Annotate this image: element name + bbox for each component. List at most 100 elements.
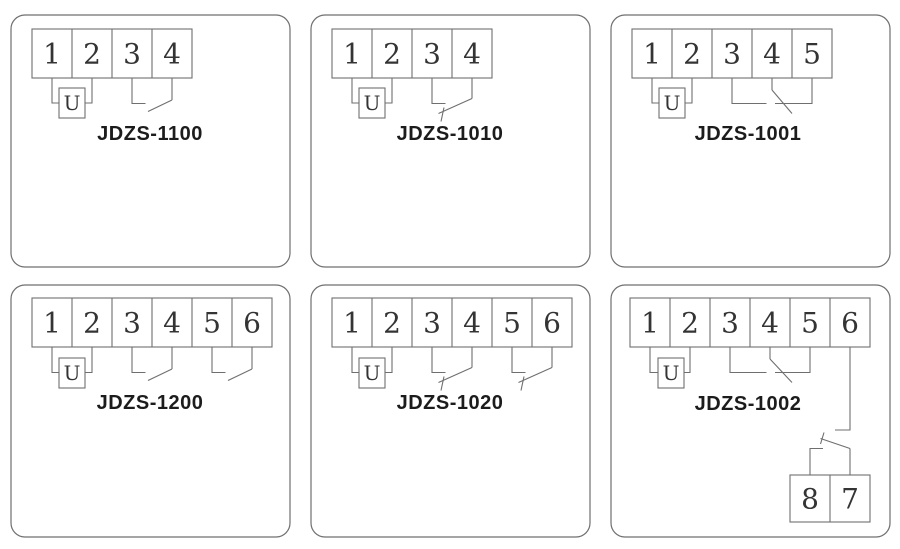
coil-wire-right <box>385 78 393 104</box>
coil-wire-left <box>651 78 659 104</box>
coil-circuit: U <box>649 347 691 389</box>
contact-blade <box>438 97 473 115</box>
contact-closed-5-6 <box>511 347 553 391</box>
terminal-number: 1 <box>43 307 61 340</box>
contact-fixed-wire <box>211 347 226 374</box>
coil-label: U <box>663 361 680 385</box>
coil-box <box>658 87 686 119</box>
contact-fixed-wire <box>131 78 146 105</box>
coil-wire-left <box>649 347 658 374</box>
coil-circuit: U <box>351 78 393 119</box>
contact-tick <box>819 432 825 445</box>
model-label: JDZS-1100 <box>97 123 203 145</box>
contact-closed-3-4 <box>431 78 473 122</box>
terminal-strip: 1 2 3 4 5 6 <box>31 297 273 348</box>
contact-changeover-3-4-5 <box>729 347 811 383</box>
terminal-number: 4 <box>463 38 481 71</box>
terminal-strip: 1 2 3 4 <box>331 28 493 79</box>
model-label: JDZS-1001 <box>695 123 802 145</box>
terminal-number: 3 <box>721 307 739 340</box>
aux-contact-circuit <box>809 347 851 475</box>
coil-wire-left <box>51 78 59 104</box>
coil-wire-right <box>385 347 393 374</box>
terminal-strip-box <box>631 28 833 79</box>
panel-outline <box>310 284 591 538</box>
terminal-number: 1 <box>43 38 61 71</box>
coil-box <box>358 357 386 389</box>
contact-fixed-wire <box>511 347 526 374</box>
coil-wire-right <box>684 347 691 374</box>
contact-fixed-wire <box>131 347 146 374</box>
contact-blade <box>518 366 553 384</box>
panel-jdzs-1010: 1 2 3 4 U JDZS-1010 <box>310 14 591 268</box>
contact-blade <box>771 89 793 114</box>
panel-outline <box>10 284 291 538</box>
contact-blade <box>227 368 253 381</box>
terminal-number: 1 <box>343 38 361 71</box>
contact-open-3-4 <box>131 347 173 381</box>
aux-wire-terminal-8 <box>809 447 823 475</box>
terminal-number: 6 <box>841 307 859 340</box>
coil-box <box>358 87 386 119</box>
coil-wire-left <box>351 78 359 104</box>
panel-outline <box>610 284 891 538</box>
terminal-number: 3 <box>123 307 141 340</box>
coil-circuit: U <box>51 78 93 119</box>
contact-open-3-4 <box>131 78 173 112</box>
terminal-number: 2 <box>83 307 101 340</box>
contact-closed-3-4 <box>431 347 473 391</box>
contact-blade <box>147 368 173 381</box>
terminal-number: 3 <box>423 38 441 71</box>
terminal-number: 6 <box>243 307 261 340</box>
terminal-strip: 1 2 3 4 <box>31 28 193 79</box>
terminal-number: 2 <box>383 307 401 340</box>
terminal-number: 5 <box>203 307 221 340</box>
coil-label: U <box>364 91 381 115</box>
terminal-number: 3 <box>423 307 441 340</box>
coil-box <box>58 357 86 389</box>
aux-terminal-strip: 8 7 <box>789 474 871 523</box>
terminal-strip: 1 2 3 4 5 <box>631 28 833 79</box>
coil-circuit: U <box>651 78 693 119</box>
terminal-number: 1 <box>643 38 661 71</box>
coil-circuit: U <box>51 347 93 389</box>
terminal-number: 4 <box>163 38 181 71</box>
terminal-number: 4 <box>463 307 481 340</box>
terminal-number: 4 <box>163 307 181 340</box>
terminal-number: 8 <box>801 483 819 516</box>
coil-label: U <box>64 361 81 385</box>
terminal-number: 4 <box>761 307 779 340</box>
contact-fixed-wire <box>431 347 446 374</box>
contact-fixed-wire <box>431 78 446 105</box>
coil-wire-left <box>351 347 359 374</box>
terminal-number: 3 <box>723 38 741 71</box>
coil-wire-right <box>85 347 93 374</box>
terminal-number: 2 <box>681 307 699 340</box>
contact-tick <box>440 107 445 122</box>
terminal-number: 7 <box>841 483 859 516</box>
model-label: JDZS-1020 <box>397 392 504 414</box>
terminal-number: 3 <box>123 38 141 71</box>
coil-wire-right <box>85 78 93 104</box>
terminal-number: 5 <box>801 307 819 340</box>
contact-blade <box>438 366 473 384</box>
model-label: JDZS-1002 <box>695 393 802 415</box>
terminal-number: 5 <box>503 307 521 340</box>
terminal-number: 6 <box>543 307 561 340</box>
panel-jdzs-1100: 1 2 3 4 U JDZS-1100 <box>10 14 291 268</box>
contact-blade <box>820 437 851 450</box>
coil-label: U <box>64 91 81 115</box>
terminal-number: 2 <box>383 38 401 71</box>
coil-label: U <box>364 361 381 385</box>
terminal-strip: 1 2 3 4 5 6 <box>629 297 871 348</box>
model-label: JDZS-1200 <box>97 392 204 414</box>
contact-tick <box>520 376 525 391</box>
contact-fixed-wire-right <box>775 78 813 105</box>
panel-jdzs-1020: 1 2 3 4 5 6 U JDZS-1020 <box>310 284 591 538</box>
coil-box <box>657 357 685 389</box>
model-label: JDZS-1010 <box>397 123 504 145</box>
terminal-strip: 1 2 3 4 5 6 <box>331 297 573 348</box>
terminal-number: 1 <box>343 307 361 340</box>
